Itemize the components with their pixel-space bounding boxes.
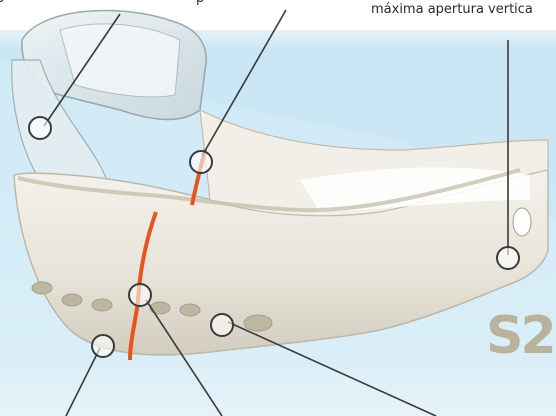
vent-hole [150,302,170,314]
vent-hole [513,208,531,236]
vent-hole [244,315,272,331]
caption-top-left: p [0,0,4,7]
callout-circle-icon [497,247,519,269]
callout-circle-icon [190,151,212,173]
callout-circle-icon [92,335,114,357]
vent-hole [180,304,200,316]
brand-logo: S2 [486,310,554,362]
callout-circle-icon [129,284,151,306]
caption-top-middle: p [196,0,204,7]
vent-hole [32,282,52,294]
caption-top-right: máxima apertura vertica [371,2,533,18]
callout-circle-icon [211,314,233,336]
callout-circle-icon [29,117,51,139]
clear-tray-inner [60,24,180,97]
vent-hole [62,294,82,306]
vent-hole [92,299,112,311]
